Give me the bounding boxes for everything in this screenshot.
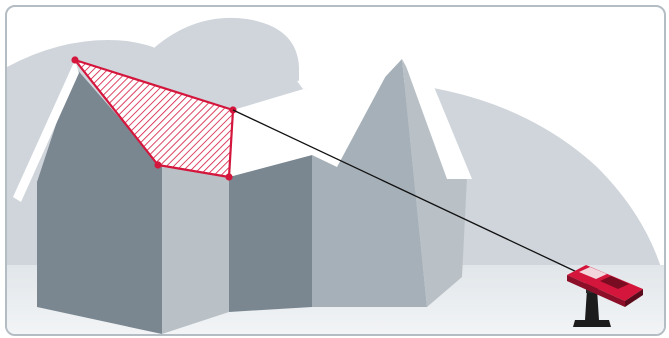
tripod-stand (573, 289, 611, 327)
right-wing-front-wall (229, 155, 312, 312)
measured-area (71, 56, 237, 181)
measurement-illustration (7, 17, 664, 334)
illustration-frame (5, 5, 666, 336)
chimney-roof-step (297, 69, 357, 89)
laser-line (232, 109, 580, 274)
device-side (567, 275, 625, 307)
left-roof-edge (13, 60, 79, 202)
left-wing-side-wall (162, 167, 229, 334)
measurement-point (225, 173, 233, 181)
right-roof (229, 55, 397, 177)
laser-meter-device (567, 265, 643, 327)
right-roof-ridge (402, 55, 472, 179)
device-display-icon (579, 267, 607, 279)
right-wing-shadow-side (402, 59, 467, 307)
right-wing-gable-wall (312, 59, 427, 307)
left-wing-gable-wall (37, 67, 162, 334)
device-keypad-icon (600, 276, 629, 289)
device-end (625, 289, 643, 307)
measurement-point (154, 161, 162, 169)
measurement-point (71, 56, 79, 64)
